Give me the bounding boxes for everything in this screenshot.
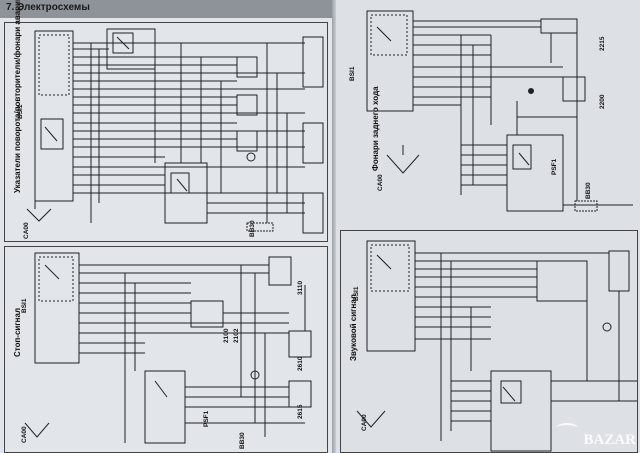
component-code: BB30 — [249, 220, 256, 237]
component-code: CA00 — [23, 222, 30, 239]
horn-title: Звуковой сигнал — [349, 294, 358, 361]
watermark: BAZAR — [583, 432, 636, 448]
component-code: BSI1 — [353, 286, 360, 301]
horn-diagram: Звуковой сигнал BSI1 CA00 — [340, 230, 638, 453]
component-code: 2100 — [223, 328, 230, 343]
component-code: CA00 — [21, 426, 28, 443]
component-code: CA00 — [377, 174, 384, 191]
right-page: Фонари заднего хода BSI1 CA00 PSF1 BB30 … — [336, 0, 640, 453]
component-code: BB30 — [585, 182, 592, 199]
horn-wiring — [341, 231, 637, 452]
left-page: 7. Электросхемы — [0, 0, 334, 453]
reverse-light-title: Фонари заднего хода — [371, 86, 380, 171]
component-code: BB30 — [239, 432, 246, 449]
component-code: 2610 — [297, 356, 304, 371]
turn-signal-diagram: Указатели поворота/повторители/фонари ав… — [4, 0, 328, 242]
page-title: 7. Электросхемы — [6, 2, 90, 13]
component-code: PSF1 — [203, 410, 210, 427]
component-code: 2200 — [599, 94, 606, 109]
brake-light-wiring — [5, 247, 327, 452]
component-code: BSI1 — [17, 104, 24, 119]
component-code: 2102 — [233, 328, 240, 343]
reverse-light-wiring — [341, 5, 633, 223]
reverse-light-diagram: Фонари заднего хода BSI1 CA00 PSF1 BB30 … — [340, 4, 634, 224]
component-code: PSF1 — [551, 158, 558, 175]
brake-light-diagram: Стоп-сигнал BSI1 CA00 PSF1 BB30 2100 210… — [4, 246, 328, 453]
component-code: BSI1 — [349, 66, 356, 81]
turn-signal-wiring — [5, 23, 327, 241]
watermark-logo-icon — [556, 423, 578, 433]
brake-light-title: Стоп-сигнал — [13, 307, 22, 357]
component-code: 2215 — [599, 36, 606, 51]
component-code: 2615 — [297, 404, 304, 419]
component-code: BSI1 — [21, 298, 28, 313]
component-code: 3110 — [297, 280, 304, 295]
turn-signal-title: Указатели поворота/повторители/фонари ав… — [13, 0, 22, 193]
page-header: 7. Электросхемы — [0, 0, 334, 18]
component-code: CA00 — [361, 414, 368, 431]
